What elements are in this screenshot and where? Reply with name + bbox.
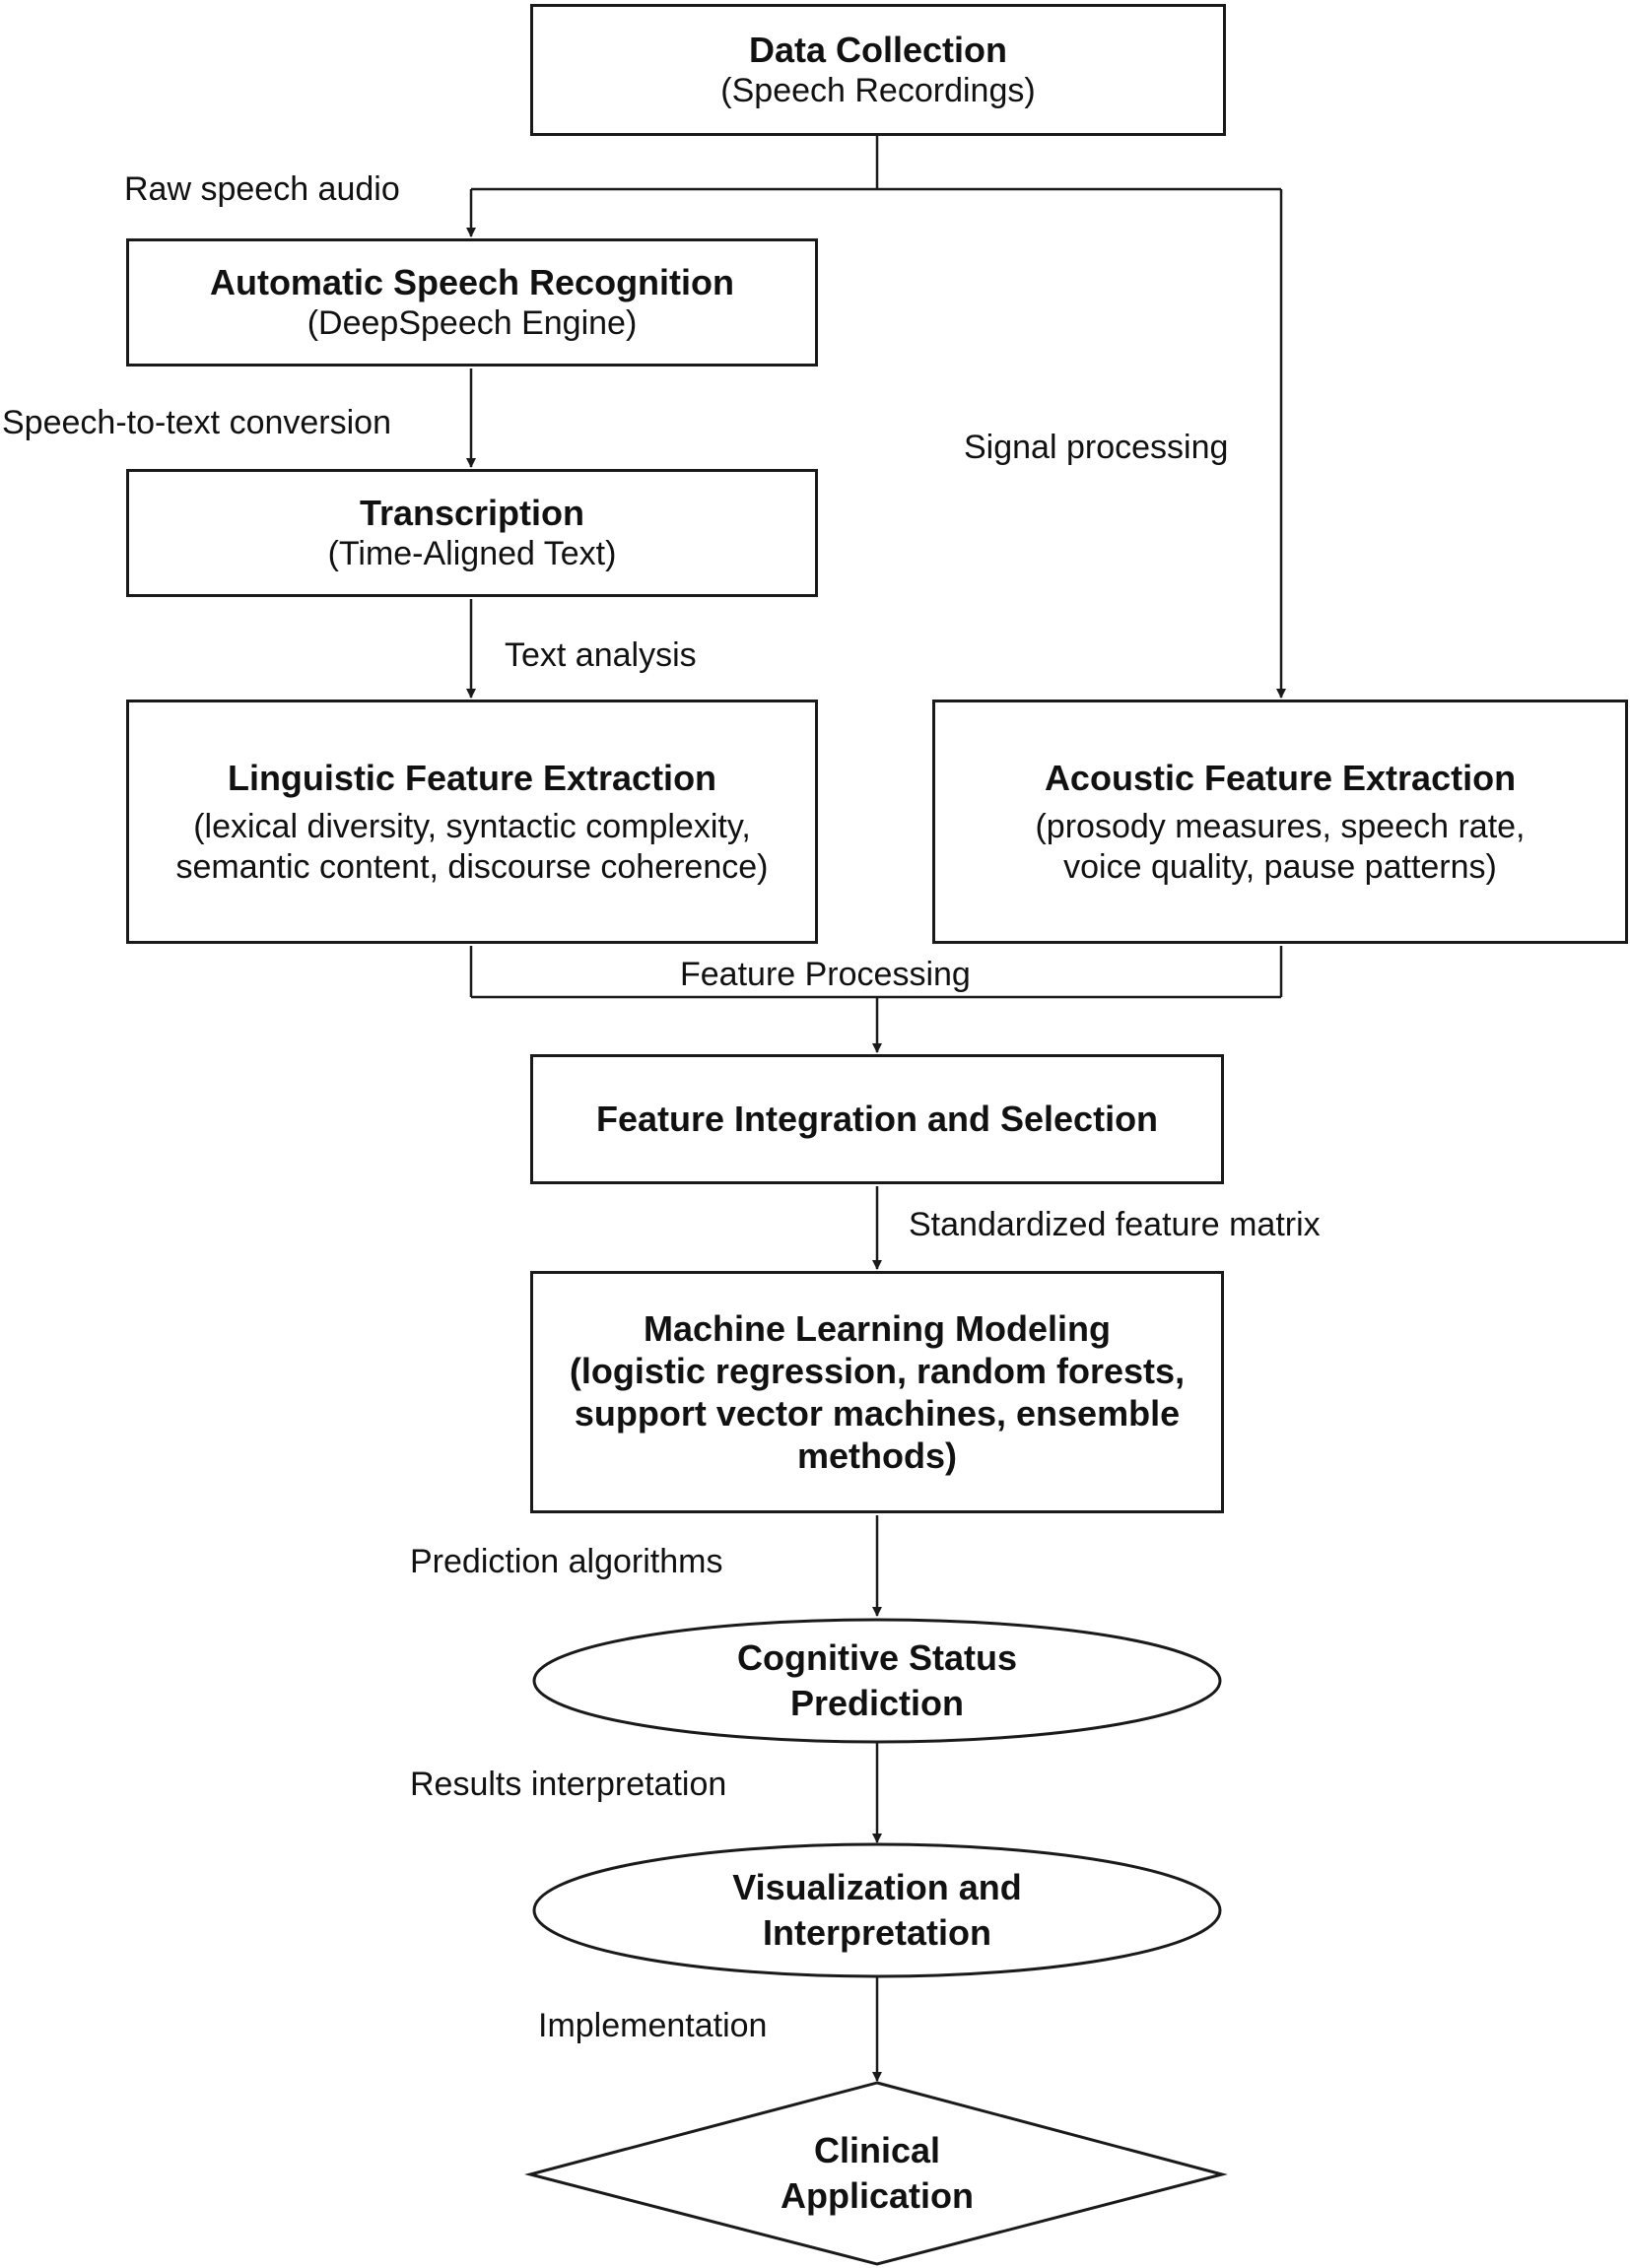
label-standardized-feature-matrix: Standardized feature matrix <box>909 1206 1321 1243</box>
linguistic-feature-box: Linguistic Feature Extraction (lexical d… <box>126 700 818 944</box>
visualization-line-1: Visualization and <box>732 1866 1022 1907</box>
ml-detail-1: (logistic regression, random forests, <box>569 1350 1186 1391</box>
ml-detail-3: methods) <box>797 1435 957 1477</box>
prediction-line-1: Cognitive Status <box>736 1636 1018 1678</box>
visualization-text: Visualization and Interpretation <box>552 1855 1202 1966</box>
label-results-interpretation: Results interpretation <box>410 1766 727 1803</box>
asr-subtitle: (DeepSpeech Engine) <box>306 304 638 343</box>
clinical-diamond <box>524 2081 1228 2266</box>
prediction-ellipse <box>532 1618 1222 1744</box>
asr-title: Automatic Speech Recognition <box>209 262 735 302</box>
asr-box: Automatic Speech Recognition (DeepSpeech… <box>126 238 818 367</box>
label-implementation: Implementation <box>538 2007 768 2044</box>
label-text-analysis: Text analysis <box>505 636 697 674</box>
acoustic-detail-2: voice quality, pause patterns) <box>1063 847 1497 886</box>
prediction-text: Cognitive Status Prediction <box>552 1626 1202 1736</box>
feature-integration-box: Feature Integration and Selection <box>530 1054 1224 1184</box>
acoustic-detail-1: (prosody measures, speech rate, <box>1035 807 1526 845</box>
linguistic-title: Linguistic Feature Extraction <box>227 757 717 798</box>
data-collection-subtitle: (Speech Recordings) <box>720 72 1036 110</box>
transcription-title: Transcription <box>359 493 585 533</box>
acoustic-title: Acoustic Feature Extraction <box>1044 757 1517 798</box>
ml-modeling-box: Machine Learning Modeling (logistic regr… <box>530 1271 1224 1513</box>
data-collection-box: Data Collection (Speech Recordings) <box>530 4 1226 136</box>
acoustic-feature-box: Acoustic Feature Extraction (prosody mea… <box>932 700 1628 944</box>
prediction-line-2: Prediction <box>789 1683 965 1723</box>
clinical-line-2: Application <box>781 2175 974 2216</box>
visualization-line-2: Interpretation <box>762 1912 991 1953</box>
integration-title: Feature Integration and Selection <box>595 1099 1159 1140</box>
ml-title: Machine Learning Modeling <box>643 1307 1112 1349</box>
transcription-subtitle: (Time-Aligned Text) <box>327 535 617 573</box>
visualization-ellipse <box>532 1842 1222 1978</box>
linguistic-detail-1: (lexical diversity, syntactic complexity… <box>193 807 751 845</box>
label-feature-processing: Feature Processing <box>680 956 971 993</box>
label-prediction-algorithms: Prediction algorithms <box>410 1543 723 1580</box>
label-raw-speech-audio: Raw speech audio <box>124 170 400 208</box>
ml-detail-2: support vector machines, ensemble <box>574 1393 1181 1434</box>
transcription-box: Transcription (Time-Aligned Text) <box>126 469 818 597</box>
label-signal-processing: Signal processing <box>964 429 1229 466</box>
linguistic-detail-2: semantic content, discourse coherence) <box>175 847 769 886</box>
clinical-text: Clinical Application <box>650 2118 1104 2229</box>
data-collection-title: Data Collection <box>748 30 1008 70</box>
label-speech-to-text: Speech-to-text conversion <box>2 404 391 441</box>
clinical-line-1: Clinical <box>813 2129 941 2170</box>
